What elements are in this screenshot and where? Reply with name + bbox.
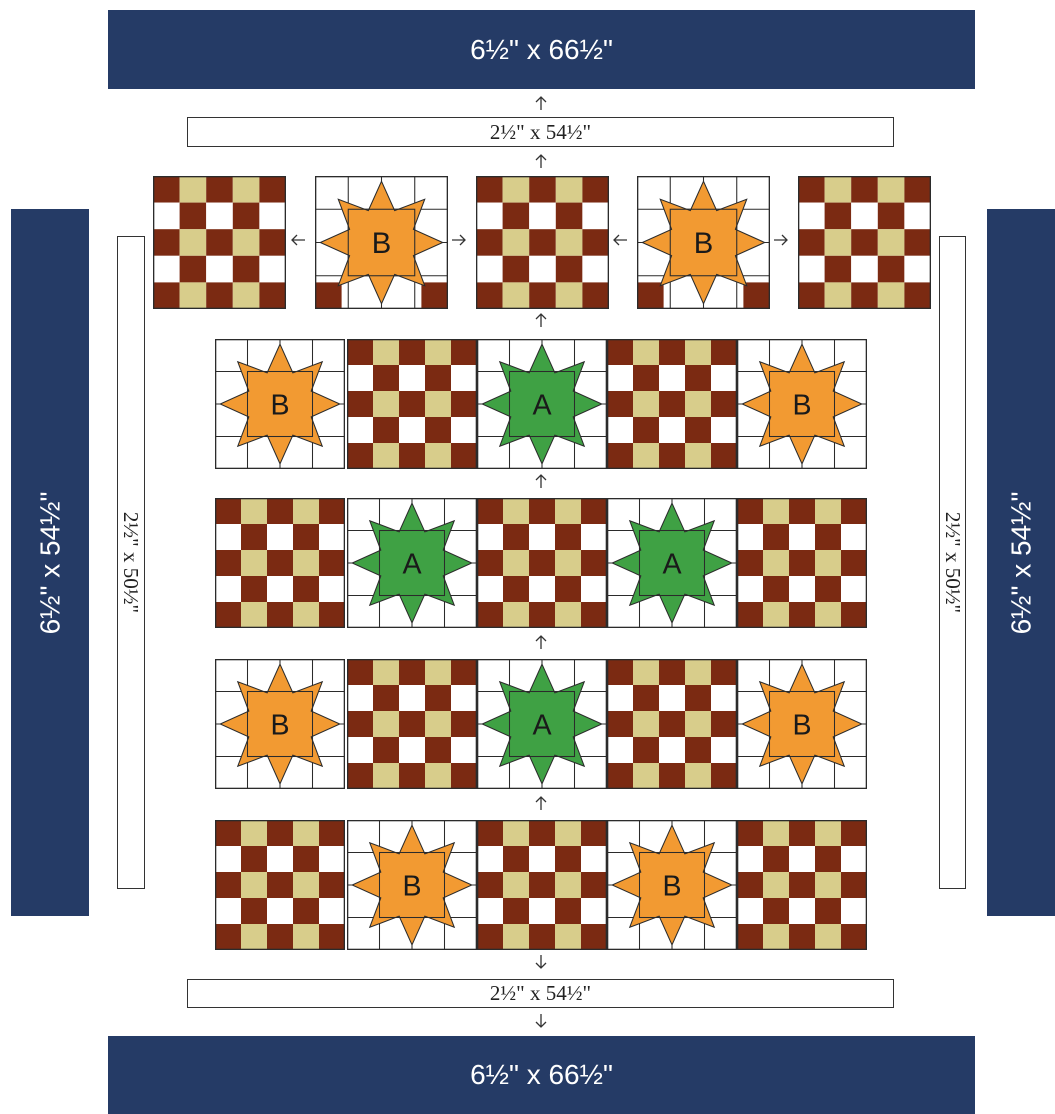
bottom-outer-border-label: 6½" x 66½" bbox=[470, 1059, 613, 1091]
star-block-label: B bbox=[694, 228, 714, 260]
left-inner-border-label: 2½" x 50½" bbox=[119, 512, 144, 613]
left-outer-border-label: 6½" x 54½" bbox=[34, 491, 66, 634]
left-outer-border: 6½" x 54½" bbox=[11, 209, 89, 916]
star-block-b: B bbox=[315, 176, 448, 309]
right-inner-border-label: 2½" x 50½" bbox=[940, 512, 965, 613]
checker-block bbox=[347, 659, 477, 789]
star-block-label: B bbox=[372, 228, 392, 260]
star-block-b: B bbox=[347, 820, 477, 950]
right-outer-border-label: 6½" x 54½" bbox=[1005, 491, 1037, 634]
bottom-inner-border-label: 2½" x 54½" bbox=[490, 981, 591, 1006]
star-block-a: A bbox=[607, 498, 737, 628]
top-outer-border: 6½" x 66½" bbox=[108, 10, 975, 89]
checker-block bbox=[737, 498, 867, 628]
top-inner-border: 2½" x 54½" bbox=[187, 117, 894, 147]
star-block-a: A bbox=[477, 339, 607, 469]
star-block-label: B bbox=[270, 389, 289, 421]
bottom-inner-border: 2½" x 54½" bbox=[187, 979, 894, 1008]
arrow-left-icon bbox=[290, 232, 306, 248]
checker-block bbox=[607, 659, 737, 789]
star-block-label: B bbox=[270, 709, 289, 741]
arrow-left-icon bbox=[612, 232, 628, 248]
checker-block bbox=[215, 498, 345, 628]
top-inner-border-label: 2½" x 54½" bbox=[490, 120, 591, 145]
arrow-right-icon bbox=[773, 232, 789, 248]
checker-block bbox=[476, 176, 609, 309]
star-block-label: A bbox=[532, 389, 551, 421]
left-inner-border: 2½" x 50½" bbox=[117, 236, 145, 889]
checker-block bbox=[798, 176, 931, 309]
arrow-up-icon bbox=[533, 795, 549, 811]
star-block-label: A bbox=[662, 548, 681, 580]
checker-block bbox=[737, 820, 867, 950]
checker-block bbox=[215, 820, 345, 950]
arrow-down-icon bbox=[533, 954, 549, 970]
checker-block bbox=[153, 176, 286, 309]
arrow-up-icon bbox=[533, 95, 549, 111]
arrow-up-icon bbox=[533, 153, 549, 169]
checker-block bbox=[607, 339, 737, 469]
checker-block bbox=[477, 498, 607, 628]
checker-block bbox=[347, 339, 477, 469]
checker-block bbox=[477, 820, 607, 950]
bottom-outer-border: 6½" x 66½" bbox=[108, 1036, 975, 1114]
star-block-b: B bbox=[607, 820, 737, 950]
star-block-b: B bbox=[737, 659, 867, 789]
arrow-up-icon bbox=[533, 473, 549, 489]
star-block-label: B bbox=[402, 870, 421, 902]
top-outer-border-label: 6½" x 66½" bbox=[470, 34, 613, 66]
star-block-label: B bbox=[662, 870, 681, 902]
star-block-label: B bbox=[792, 709, 811, 741]
star-block-a: A bbox=[347, 498, 477, 628]
right-inner-border: 2½" x 50½" bbox=[939, 236, 966, 889]
star-block-label: A bbox=[532, 709, 551, 741]
star-block-b: B bbox=[215, 659, 345, 789]
arrow-right-icon bbox=[451, 232, 467, 248]
right-outer-border: 6½" x 54½" bbox=[987, 209, 1055, 916]
star-block-label: A bbox=[402, 548, 421, 580]
star-block-b: B bbox=[637, 176, 770, 309]
star-block-a: A bbox=[477, 659, 607, 789]
star-block-label: B bbox=[792, 389, 811, 421]
arrow-up-icon bbox=[533, 634, 549, 650]
arrow-up-icon bbox=[533, 312, 549, 328]
star-block-b: B bbox=[737, 339, 867, 469]
star-block-b: B bbox=[215, 339, 345, 469]
arrow-down-icon bbox=[533, 1013, 549, 1029]
